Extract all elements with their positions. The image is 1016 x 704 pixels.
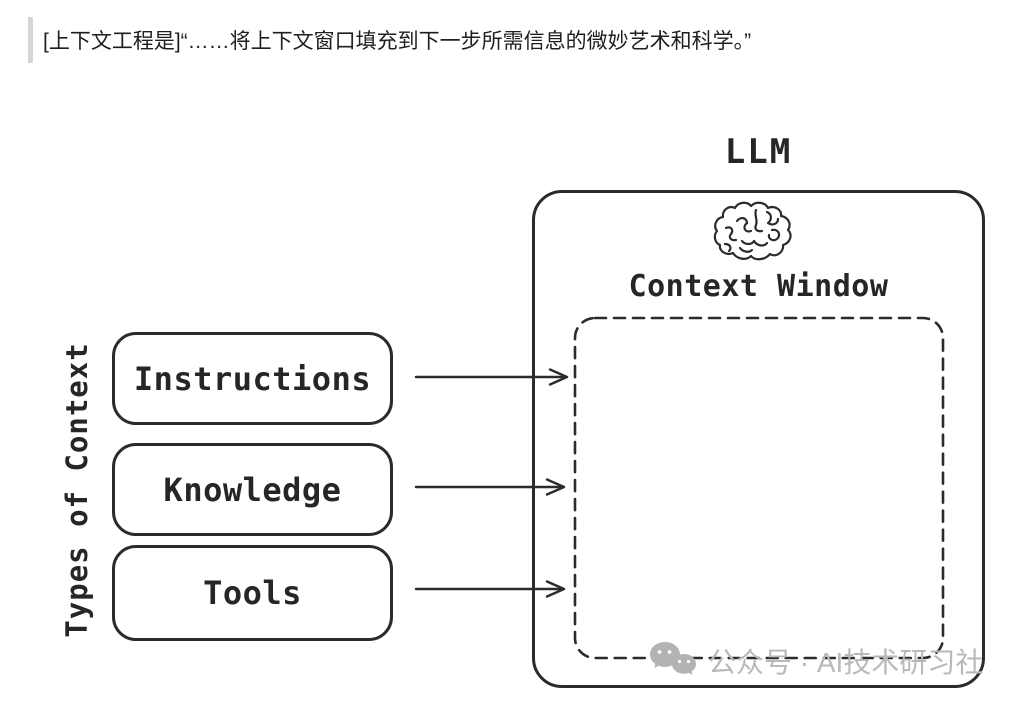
quote-text: [上下文工程是]“……将上下文窗口填充到下一步所需信息的微妙艺术和科学。” <box>43 30 752 53</box>
tools-box-label: Tools <box>203 574 302 612</box>
brain-icon <box>712 200 796 264</box>
instructions-box: Instructions <box>112 332 393 425</box>
watermark-text: 公众号 · AI技术研习社 <box>708 647 984 678</box>
tools-box: Tools <box>112 545 393 641</box>
context-window-label: Context Window <box>628 269 889 304</box>
knowledge-box: Knowledge <box>112 443 393 536</box>
llm-box <box>532 190 985 688</box>
llm-title: LLM <box>724 132 793 172</box>
quote-bar <box>28 17 33 63</box>
watermark: 公众号 · AI技术研习社 <box>648 640 983 682</box>
instructions-box-label: Instructions <box>133 359 372 398</box>
knowledge-box-label: Knowledge <box>163 470 342 509</box>
wechat-icon <box>648 640 698 682</box>
types-of-context-label: Types of Context <box>60 342 94 638</box>
